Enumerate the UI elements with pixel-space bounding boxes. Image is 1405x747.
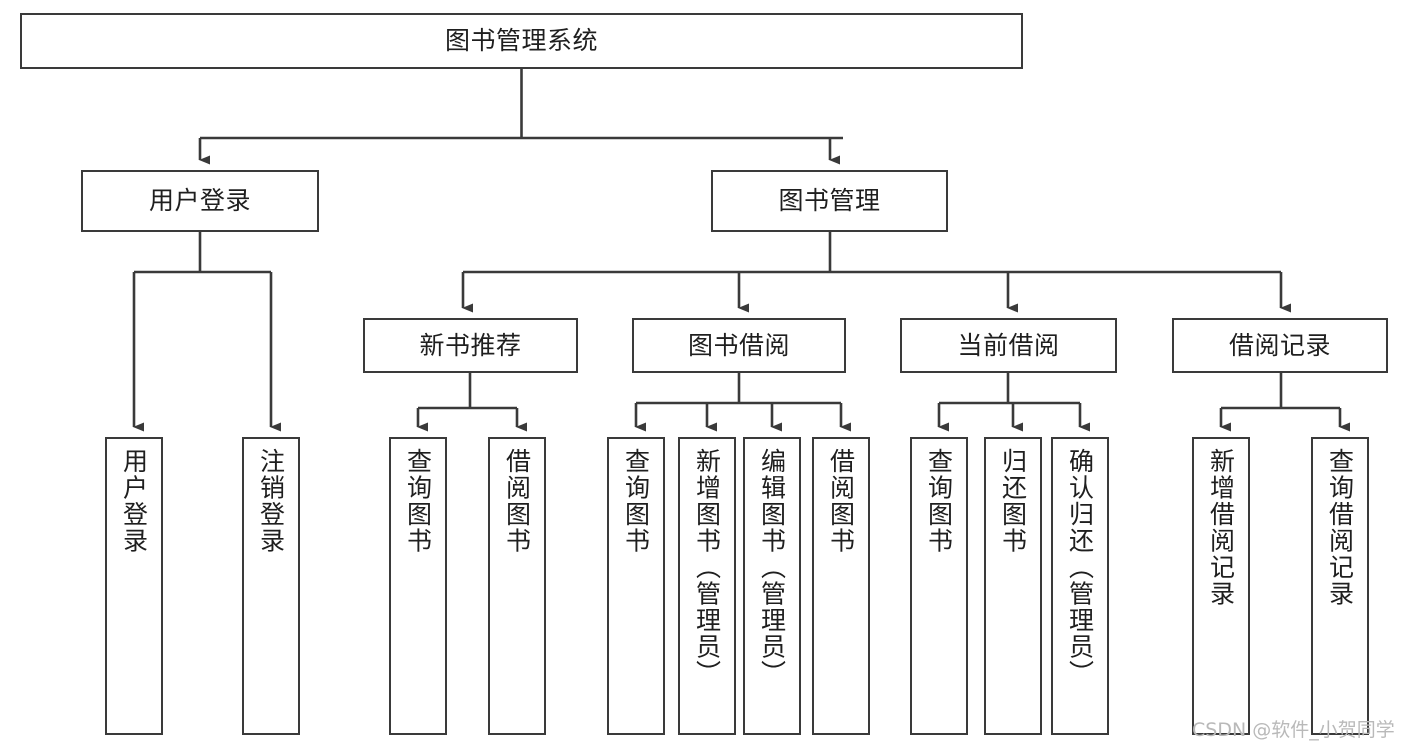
leaf-borrow-book-recommend-label: 借阅图书 — [502, 448, 532, 554]
node-new-book-recommend[interactable]: 新书推荐 — [363, 318, 578, 373]
leaf-add-borrow-record-label: 新增借阅记录 — [1206, 448, 1236, 607]
node-new-book-recommend-label: 新书推荐 — [419, 330, 522, 360]
leaf-borrow-book[interactable]: 借阅图书 — [812, 437, 870, 735]
node-borrow-record[interactable]: 借阅记录 — [1172, 318, 1388, 373]
leaf-add-borrow-record[interactable]: 新增借阅记录 — [1192, 437, 1250, 735]
leaf-user-login[interactable]: 用户登录 — [105, 437, 163, 735]
node-user-login-label: 用户登录 — [148, 186, 251, 216]
node-book-borrow[interactable]: 图书借阅 — [632, 318, 846, 373]
leaf-query-book-borrow[interactable]: 查询图书 — [607, 437, 665, 735]
leaf-logout-login[interactable]: 注销登录 — [242, 437, 300, 735]
leaf-borrow-book-label: 借阅图书 — [826, 448, 856, 554]
leaf-confirm-return-admin-label: 确认归还（管理员） — [1065, 448, 1095, 687]
leaf-return-book-label: 归还图书 — [998, 448, 1028, 554]
leaf-user-login-label: 用户登录 — [119, 448, 149, 554]
csdn-watermark: CSDN @软件_小贺同学 — [1192, 719, 1395, 741]
node-book-management[interactable]: 图书管理 — [711, 170, 948, 232]
leaf-borrow-book-recommend[interactable]: 借阅图书 — [488, 437, 546, 735]
node-root-system-label: 图书管理系统 — [444, 26, 598, 56]
leaf-add-book-admin-label: 新增图书（管理员） — [692, 448, 722, 687]
node-book-management-label: 图书管理 — [778, 186, 881, 216]
leaf-edit-book-admin-label: 编辑图书（管理员） — [757, 448, 787, 687]
leaf-confirm-return-admin[interactable]: 确认归还（管理员） — [1051, 437, 1109, 735]
leaf-add-book-admin[interactable]: 新增图书（管理员） — [678, 437, 736, 735]
leaf-query-book-recommend-label: 查询图书 — [403, 448, 433, 554]
leaf-query-book-current-label: 查询图书 — [924, 448, 954, 554]
node-book-borrow-label: 图书借阅 — [687, 330, 790, 360]
leaf-query-borrow-record[interactable]: 查询借阅记录 — [1311, 437, 1369, 735]
leaf-query-book-current[interactable]: 查询图书 — [910, 437, 968, 735]
leaf-logout-login-label: 注销登录 — [256, 448, 286, 554]
node-borrow-record-label: 借阅记录 — [1228, 330, 1331, 360]
node-current-borrow-label: 当前借阅 — [957, 330, 1060, 360]
leaf-return-book[interactable]: 归还图书 — [984, 437, 1042, 735]
leaf-query-borrow-record-label: 查询借阅记录 — [1325, 448, 1355, 607]
node-current-borrow[interactable]: 当前借阅 — [900, 318, 1117, 373]
node-root-system[interactable]: 图书管理系统 — [20, 13, 1023, 69]
leaf-edit-book-admin[interactable]: 编辑图书（管理员） — [743, 437, 801, 735]
node-user-login[interactable]: 用户登录 — [81, 170, 319, 232]
leaf-query-book-borrow-label: 查询图书 — [621, 448, 651, 554]
leaf-query-book-recommend[interactable]: 查询图书 — [389, 437, 447, 735]
